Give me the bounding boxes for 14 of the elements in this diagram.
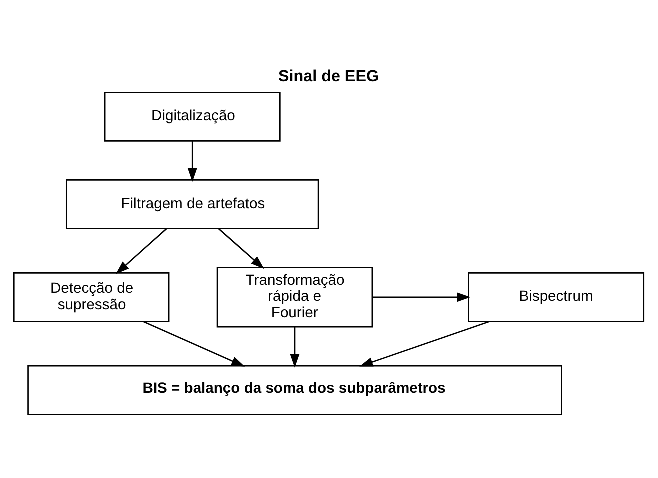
node-box: Digitalização	[104, 92, 281, 142]
arrow	[290, 326, 300, 368]
diagram-title: Sinal de EEG	[278, 66, 380, 85]
node-box: Detecção de supressão	[13, 272, 170, 322]
arrow	[188, 140, 198, 182]
arrow	[143, 320, 246, 366]
node-box: Bispectrum	[468, 272, 645, 322]
arrow	[218, 228, 264, 269]
node-box: Filtragem de artefatos	[66, 179, 320, 229]
node-box: BIS = balanço da soma dos subparâmetros	[28, 364, 562, 415]
arrow	[116, 228, 168, 274]
node-box: Transformação rápida e Fourier	[216, 266, 374, 328]
arrow	[372, 292, 471, 302]
arrow	[360, 320, 490, 366]
